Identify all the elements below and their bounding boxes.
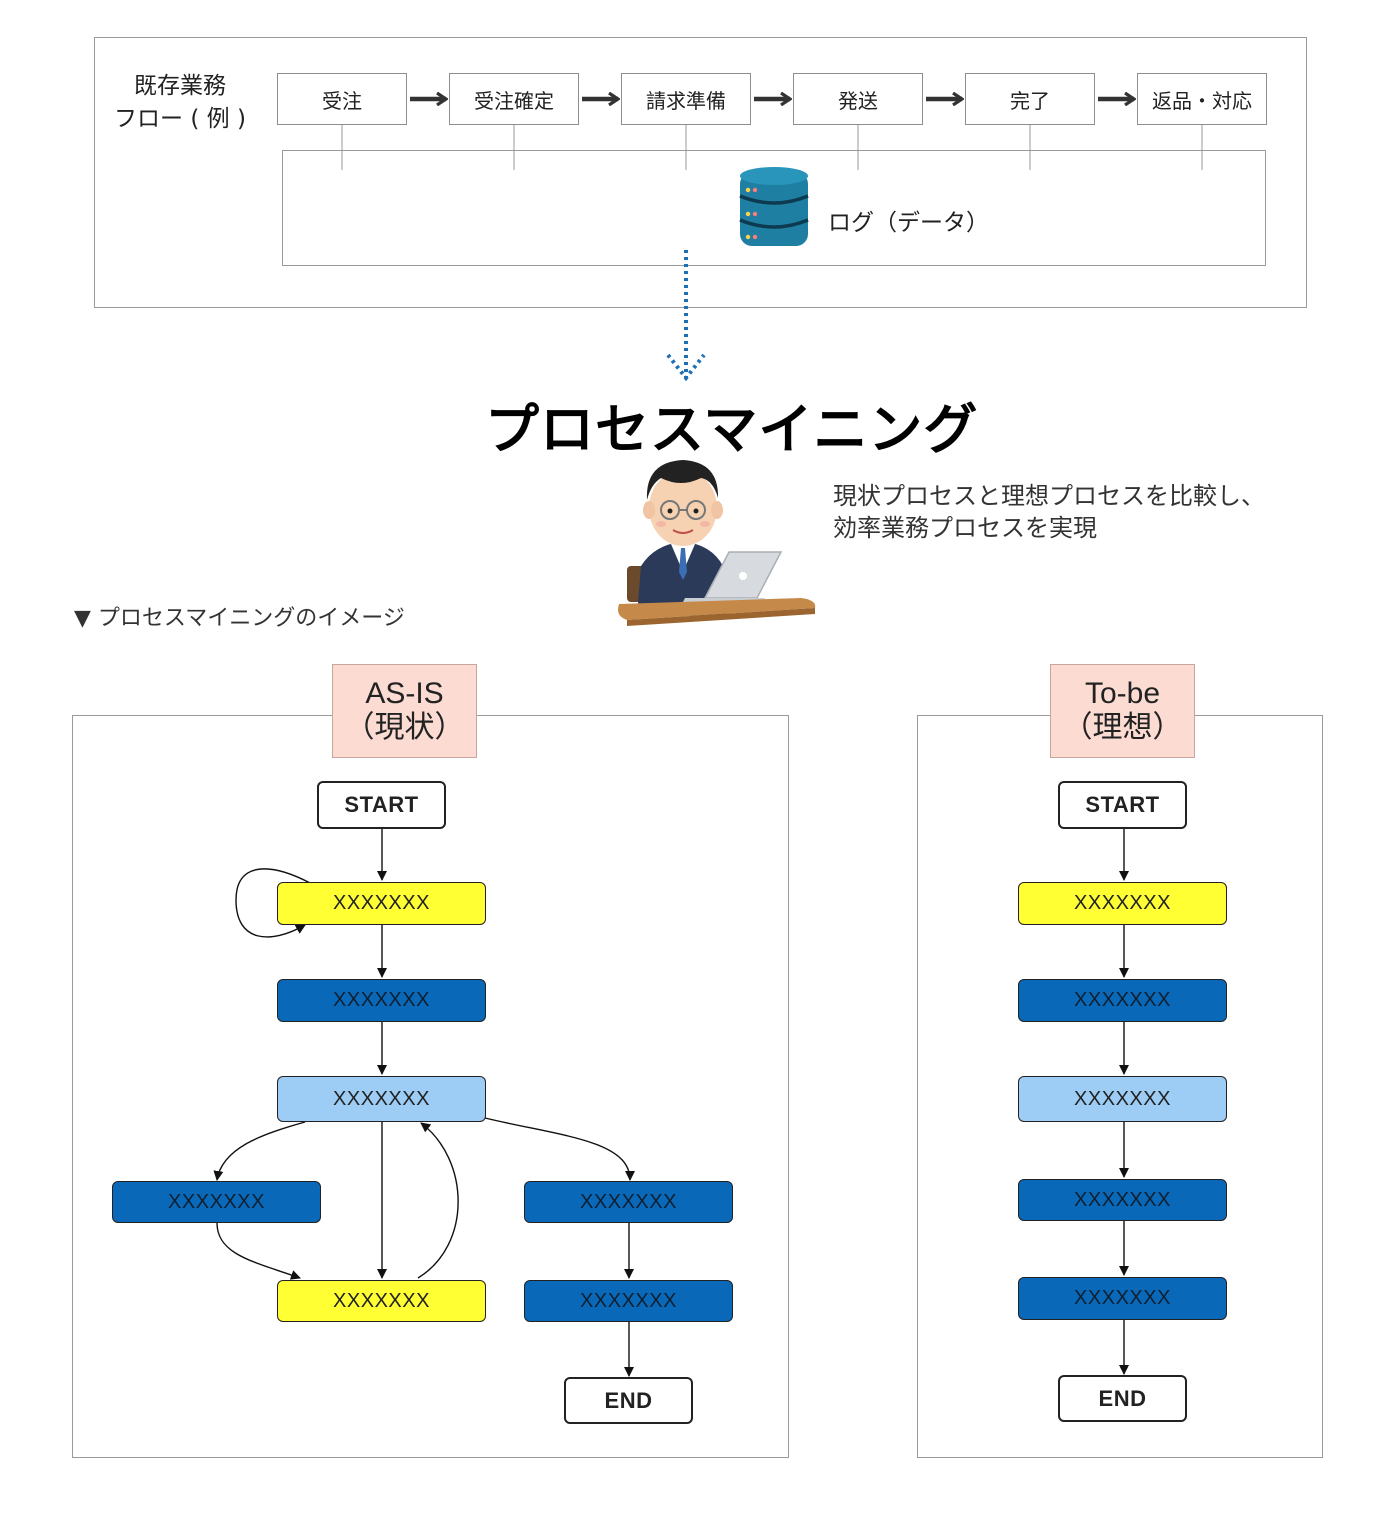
log-label: ログ（データ） — [828, 210, 989, 236]
asis-end-node: END — [564, 1377, 693, 1424]
asis-title-line2: （現状） — [344, 711, 465, 744]
asis-node-3: XXXXXXX — [277, 1076, 486, 1122]
flow-step-shipping: 発送 — [793, 73, 923, 125]
top-connectors — [341, 0, 1203, 382]
tobe-start-node: START — [1058, 781, 1187, 829]
section-label: ▼ プロセスマイニングのイメージ — [74, 606, 405, 631]
tobe-end-node: END — [1058, 1375, 1187, 1422]
existing-flow-title-line1: 既存業務 — [134, 73, 226, 99]
log-frame — [282, 150, 1266, 266]
tobe-node-2: XXXXXXX — [1018, 979, 1227, 1022]
asis-node-6: XXXXXXX — [524, 1181, 733, 1223]
flow-step-order: 受注 — [277, 73, 407, 125]
description-line2: 効率業務プロセスを実現 — [833, 514, 1097, 542]
middle-description: 現状プロセスと理想プロセスを比較し、 効率業務プロセスを実現 — [833, 480, 1373, 544]
asis-node-5: XXXXXXX — [277, 1280, 486, 1322]
asis-badge: AS-IS （現状） — [332, 664, 477, 758]
log-tick-lines — [341, 125, 1203, 170]
tobe-title-line1: To-be — [1084, 677, 1161, 710]
asis-node-4: XXXXXXX — [112, 1181, 321, 1223]
database-icon — [739, 167, 809, 246]
asis-title-line1: AS-IS — [365, 677, 444, 710]
description-line1: 現状プロセスと理想プロセスを比較し、 — [833, 482, 1265, 510]
tobe-node-1: XXXXXXX — [1018, 882, 1227, 925]
tobe-title-line2: （理想） — [1062, 711, 1183, 744]
asis-edges — [213, 829, 635, 1377]
main-title: プロセスマイニング — [485, 398, 979, 461]
flow-step-complete: 完了 — [965, 73, 1095, 125]
dotted-down-arrow — [666, 250, 706, 382]
flow-step-billing-prep: 請求準備 — [621, 73, 751, 125]
tobe-badge: To-be （理想） — [1050, 664, 1195, 758]
asis-node-2: XXXXXXX — [277, 979, 486, 1022]
tobe-node-4: XXXXXXX — [1018, 1179, 1227, 1221]
asis-node-1: XXXXXXX — [277, 882, 486, 925]
existing-flow-title-line2: フロー ( 例 ) — [114, 106, 246, 132]
tobe-node-3: XXXXXXX — [1018, 1076, 1227, 1122]
flow-step-return: 返品・対応 — [1137, 73, 1267, 125]
businessman-laptop-icon — [618, 460, 816, 626]
asis-node-7: XXXXXXX — [524, 1280, 733, 1322]
asis-start-node: START — [317, 781, 446, 829]
flow-step-order-confirm: 受注確定 — [449, 73, 579, 125]
tobe-node-5: XXXXXXX — [1018, 1277, 1227, 1320]
existing-flow-title: 既存業務 フロー ( 例 ) — [106, 70, 254, 136]
existing-flow-frame — [94, 37, 1307, 308]
